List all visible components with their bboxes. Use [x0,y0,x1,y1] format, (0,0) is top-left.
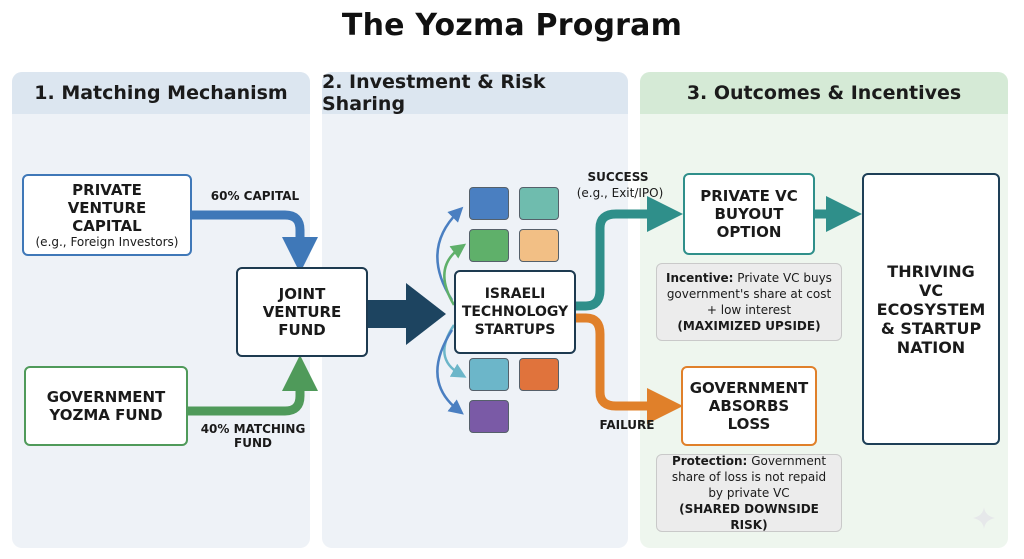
protection-note-tag: (SHARED DOWNSIDE RISK) [679,502,819,532]
protection-note-bold: Protection: [671,454,748,468]
fan-arrow-2 [443,243,467,306]
private-venture-capital-label: PRIVATE VENTURE CAPITAL [67,180,147,235]
incentive-note-tag: (MAXIMIZED UPSIDE) [677,319,821,333]
arrow-success [576,196,683,311]
startup-square-5 [469,358,509,391]
incentive-note: Incentive: Private VC buys government's … [656,263,842,341]
private-vc-buyout-box: PRIVATE VC BUYOUT OPTION [683,173,815,255]
government-absorbs-loss-label: GOVERNMENT ABSORBS LOSS [689,379,809,433]
thriving-ecosystem-box: THRIVING VC ECOSYSTEM & STARTUP NATION [862,173,1000,445]
thriving-ecosystem-label: THRIVING VC ECOSYSTEM & STARTUP NATION [876,261,986,357]
government-absorbs-loss-box: GOVERNMENT ABSORBS LOSS [681,366,817,446]
startup-square-4 [519,229,559,262]
joint-venture-fund-box: JOINT VENTURE FUND [236,267,368,357]
arrow-capital-60 [192,210,318,273]
israeli-technology-startups-label: ISRAELI TECHNOLOGY STARTUPS [461,286,569,338]
column-heading-3: 3. Outcomes & Incentives [640,72,1008,114]
protection-note: Protection: Government share of loss is … [656,454,842,532]
arrow-failure [576,313,683,424]
startup-square-6 [519,358,559,391]
startup-square-2 [519,187,559,220]
joint-venture-fund-label: JOINT VENTURE FUND [262,285,342,339]
edge-label-success: SUCCESS [587,170,649,184]
sparkle-icon [973,507,995,529]
edge-label-capital-60: 60% CAPITAL [210,189,300,203]
protection-note-text: Government share of loss is not repaid b… [671,454,827,500]
column-heading-2: 2. Investment & Risk Sharing [322,71,628,115]
incentive-note-bold: Incentive: [666,271,734,285]
fan-arrow-4 [436,329,464,415]
startup-square-3 [469,229,509,262]
private-vc-buyout-label: PRIVATE VC BUYOUT OPTION [700,187,798,241]
edge-label-matching-40: 40% MATCHING FUND [200,422,306,450]
private-venture-capital-box: PRIVATE VENTURE CAPITAL (e.g., Foreign I… [22,174,192,256]
arrow-fund-to-startups [368,283,446,345]
startup-square-7 [469,400,509,433]
startup-square-1 [469,187,509,220]
government-yozma-fund-label: GOVERNMENT YOZMA FUND [46,388,166,424]
edge-label-success-sub: (e.g., Exit/IPO) [576,186,664,200]
column-heading-1: 1. Matching Mechanism [12,72,310,114]
arrow-matching-40 [188,355,318,416]
incentive-note-text: Private VC buys government's share at co… [666,271,832,317]
government-yozma-fund-box: GOVERNMENT YOZMA FUND [24,366,188,446]
edge-label-failure: FAILURE [599,418,655,432]
page-title: The Yozma Program [341,8,683,43]
private-venture-capital-sub: (e.g., Foreign Investors) [35,234,179,249]
israeli-technology-startups-box: ISRAELI TECHNOLOGY STARTUPS [454,270,576,354]
